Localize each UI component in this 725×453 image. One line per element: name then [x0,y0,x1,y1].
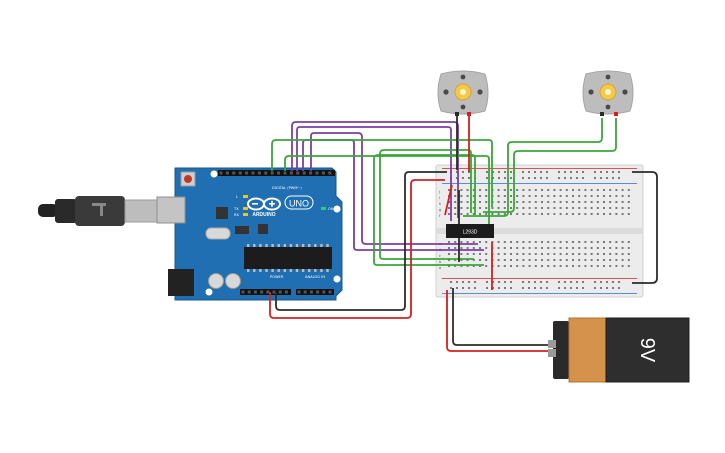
dc-motor-2[interactable] [582,70,634,116]
wire-red-battery[interactable] [446,290,550,352]
wire-black-gnd[interactable] [275,171,447,311]
wire-green-1[interactable] [271,139,493,207]
wires [269,113,658,352]
led-label-l: L [236,195,238,199]
arduino-brand-text: ARDUINO [252,212,275,218]
analog-header[interactable] [296,289,334,295]
digital-header-label: DIGITAL (PWM~) [272,186,302,190]
wire-red-5v[interactable] [269,179,445,319]
svg-text:a: a [439,266,441,270]
battery-label: 9V [636,338,658,363]
svg-text:h: h [439,202,441,206]
svg-text:b: b [439,260,442,264]
wire-green-4[interactable] [373,154,484,266]
wire-black-battery[interactable] [452,288,550,346]
power-header[interactable] [240,289,291,295]
wire-green-motor-2b[interactable] [483,118,617,213]
l293d-chip[interactable]: L293D [446,224,494,238]
analog-header-label: ANALOG IN [305,275,325,279]
wire-purple-3[interactable] [310,132,478,245]
led-label-on: ON [328,207,334,211]
wire-green-3[interactable] [379,149,474,260]
usb-cable [38,196,161,226]
led-label-tx: TX [233,207,239,211]
svg-text:i: i [439,196,440,200]
wire-green-2[interactable] [284,155,490,225]
arduino-logo-icon [247,197,281,211]
dc-motor-1[interactable] [437,70,489,116]
battery-9v[interactable]: 9V [548,317,690,383]
wire-black-rail-right[interactable] [632,171,658,284]
svg-text:c: c [439,254,441,258]
wire-red-rail-jump[interactable] [444,184,453,216]
svg-text:f: f [439,214,441,218]
wire-green-motor-2a[interactable] [463,118,603,217]
uno-label: UNO [289,199,309,209]
atmega-chip [244,247,332,269]
arduino-uno-board[interactable]: ARDUINO UNO L TX RX ON DIGITAL (PWM~) PO… [156,167,343,301]
power-header-label: POWER [270,275,284,279]
digital-header[interactable] [218,170,335,176]
chip-label: L293D [463,230,478,236]
svg-text:g: g [439,208,441,212]
breadboard[interactable]: j i h g f e d c b a [435,164,644,298]
svg-text:j: j [438,190,440,194]
led-label-rx: RX [234,213,239,217]
wire-purple-2[interactable] [296,126,452,221]
